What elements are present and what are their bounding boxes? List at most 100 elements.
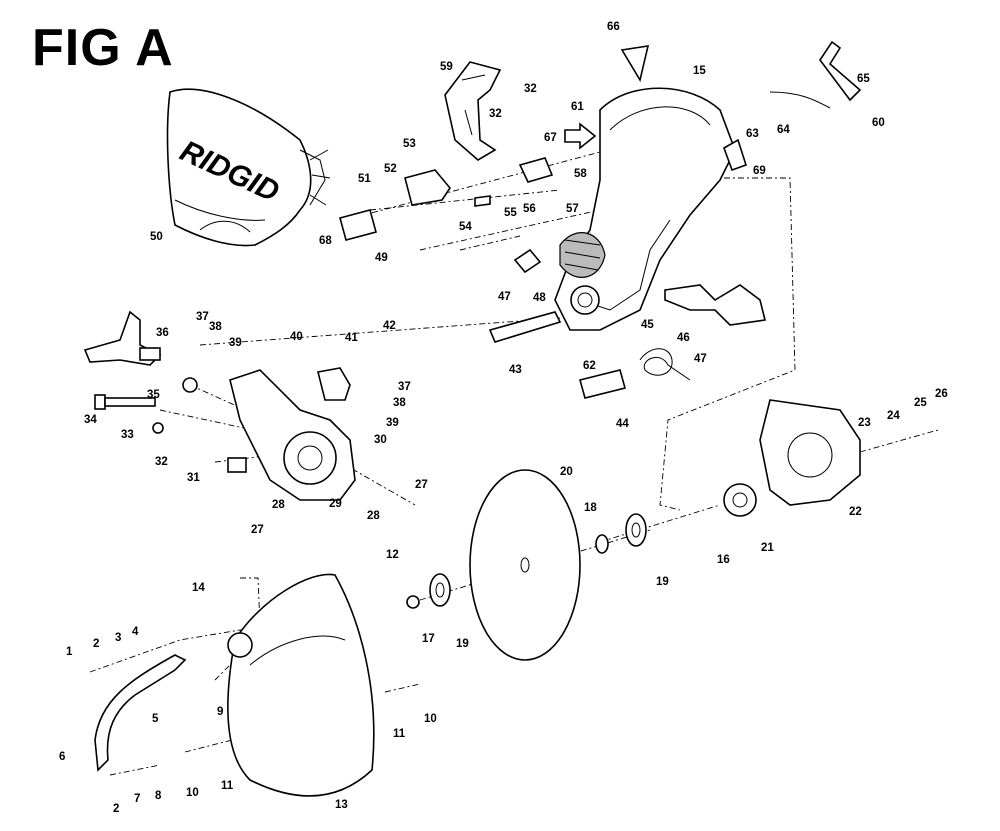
figure-title: FIG A (32, 19, 174, 77)
knob-48 (513, 248, 542, 274)
spindle-lock-bracket (404, 169, 491, 207)
lock-pin-31 (227, 457, 247, 473)
callout-51: 51 (358, 173, 371, 185)
blade-washer (595, 534, 609, 554)
callout-64: 64 (777, 124, 790, 136)
lock-lever (819, 40, 862, 102)
callout-32a: 32 (155, 456, 168, 468)
callout-45: 45 (641, 319, 654, 331)
callout-30: 30 (374, 434, 387, 446)
callout-9: 9 (217, 706, 223, 718)
callout-21: 21 (761, 542, 774, 554)
rear-guard (664, 284, 766, 326)
callout-17: 17 (422, 633, 435, 645)
callout-10b: 10 (186, 787, 199, 799)
callout-6: 6 (59, 751, 65, 763)
callout-48: 48 (533, 292, 546, 304)
callout-56: 56 (523, 203, 536, 215)
callout-40: 40 (290, 331, 303, 343)
callout-38a: 38 (209, 321, 222, 333)
callout-50: 50 (150, 231, 163, 243)
callout-18: 18 (584, 502, 597, 514)
callout-10a: 10 (424, 713, 437, 725)
motor-end-cap (759, 399, 861, 506)
guard-link-arm (94, 654, 187, 772)
callout-42: 42 (383, 320, 396, 332)
pivot-bolt (94, 394, 156, 410)
handle-grip (444, 61, 502, 161)
label-decal-69 (723, 138, 747, 172)
callout-37b: 37 (398, 381, 411, 393)
callout-4: 4 (132, 626, 139, 638)
callout-28b: 28 (367, 510, 380, 522)
callout-29: 29 (329, 498, 342, 510)
callout-39b: 39 (386, 417, 399, 429)
inner-flange (429, 573, 451, 607)
callout-19a: 19 (656, 576, 669, 588)
callout-57: 57 (566, 203, 579, 215)
callout-23: 23 (858, 417, 871, 429)
callout-12: 12 (386, 549, 399, 561)
callout-15: 15 (693, 65, 706, 77)
callout-47b: 47 (694, 353, 707, 365)
callout-11b: 11 (221, 780, 234, 792)
callout-52: 52 (384, 163, 397, 175)
callout-14: 14 (192, 582, 205, 594)
lower-blade-guard (227, 573, 375, 797)
callout-55: 55 (504, 207, 517, 219)
callout-34: 34 (84, 414, 97, 426)
callout-31: 31 (187, 472, 200, 484)
callout-19b: 19 (456, 638, 469, 650)
power-cord (769, 91, 831, 109)
torsion-spring (639, 348, 691, 381)
callout-32c: 32 (489, 108, 502, 120)
switch-plate (518, 157, 554, 183)
callout-39a: 39 (229, 337, 242, 349)
label-decal-66 (620, 45, 650, 83)
callout-47a: 47 (498, 291, 511, 303)
callout-36: 36 (156, 327, 169, 339)
callout-44: 44 (616, 418, 629, 430)
callout-27a: 27 (415, 479, 428, 491)
callout-41: 41 (345, 332, 358, 344)
pivot-shaft (488, 311, 562, 343)
callout-2: 2 (93, 638, 99, 650)
callout-22: 22 (849, 506, 862, 518)
outer-flange (625, 513, 647, 547)
callout-33: 33 (121, 429, 134, 441)
callout-49: 49 (375, 252, 388, 264)
callout-54: 54 (459, 221, 472, 233)
callout-27b: 27 (251, 524, 264, 536)
callout-46: 46 (677, 332, 690, 344)
callout-67: 67 (544, 132, 557, 144)
callout-3: 3 (115, 632, 121, 644)
callout-58: 58 (574, 168, 587, 180)
arm-pivot-base (229, 367, 356, 501)
callout-65: 65 (857, 73, 870, 85)
callout-5: 5 (152, 713, 159, 725)
label-decal-68 (339, 209, 377, 241)
callout-1: 1 (66, 646, 73, 658)
gear-housing (723, 483, 757, 517)
callout-32b: 32 (524, 83, 537, 95)
callout-35: 35 (147, 389, 160, 401)
upper-arm-housing (554, 87, 736, 331)
dust-bag: RIDGID (166, 88, 331, 247)
callout-59: 59 (440, 61, 453, 73)
callout-28a: 28 (272, 499, 285, 511)
bushing (579, 369, 626, 399)
callout-13: 13 (335, 799, 348, 811)
callout-25: 25 (914, 397, 927, 409)
arbor-bolt (406, 595, 420, 609)
callout-37a: 37 (196, 311, 209, 323)
callout-26: 26 (935, 388, 948, 400)
washers-left (152, 377, 198, 434)
callout-16: 16 (717, 554, 730, 566)
callout-2b: 2 (113, 803, 119, 815)
callout-43: 43 (509, 364, 522, 376)
callout-63: 63 (746, 128, 759, 140)
callout-20: 20 (560, 466, 573, 478)
callout-38b: 38 (393, 397, 406, 409)
